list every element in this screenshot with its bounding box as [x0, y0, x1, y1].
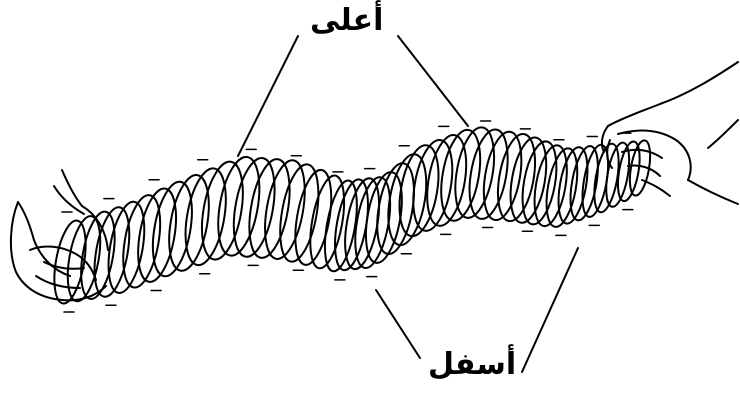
- bottom-label: أسفل: [428, 350, 516, 380]
- top-label: أعلى: [310, 6, 383, 36]
